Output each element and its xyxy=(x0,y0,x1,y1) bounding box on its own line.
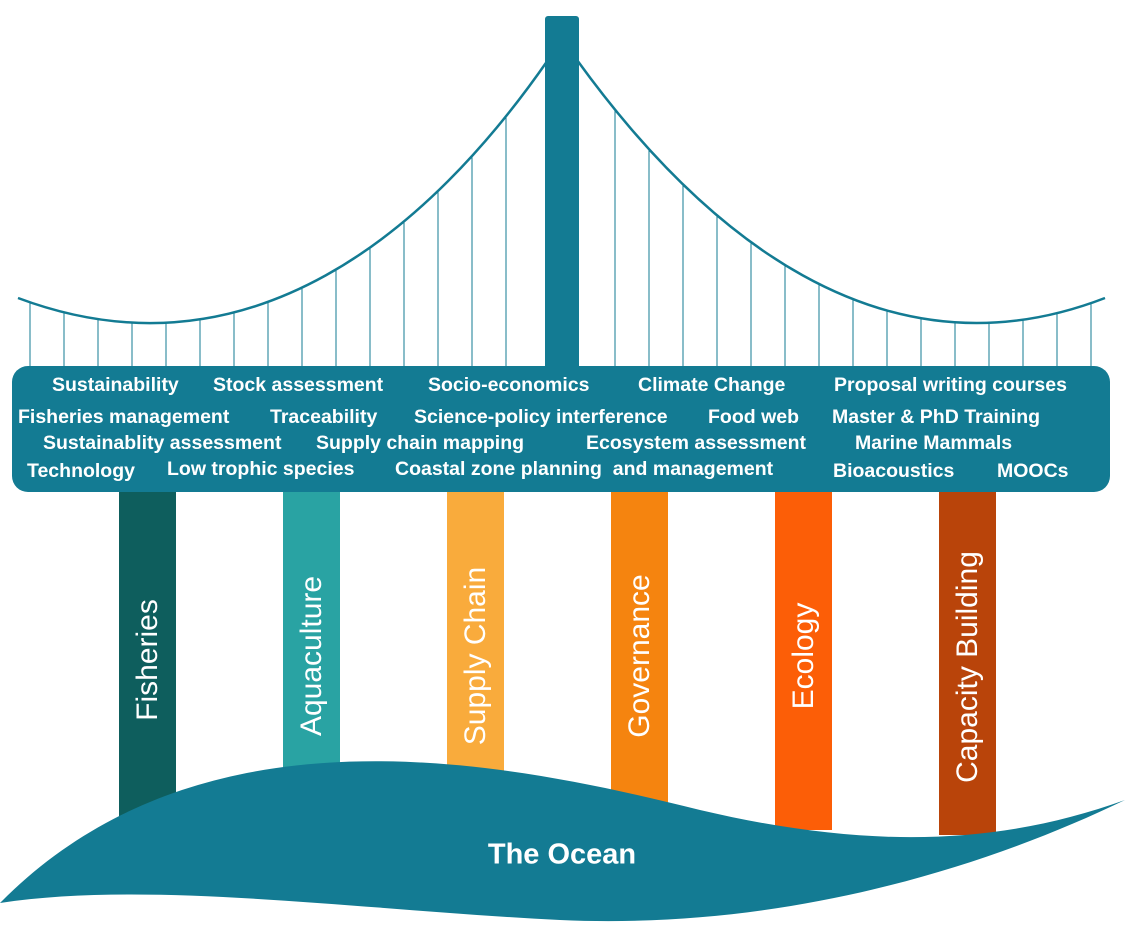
pillar-label-governance: Governance xyxy=(622,574,656,738)
bridge-tower xyxy=(545,16,579,376)
topic-food-web: Food web xyxy=(708,406,799,428)
ocean-label: The Ocean xyxy=(487,838,637,871)
topic-coastal-zone-planning: Coastal zone planning and management xyxy=(395,458,774,480)
topic-socio-economics: Socio-economics xyxy=(428,374,590,396)
topic-master-phd-training: Master & PhD Training xyxy=(832,406,1041,428)
pillar-capacity-building xyxy=(939,490,996,835)
pillar-label-capacity-building: Capacity Building xyxy=(950,551,984,783)
topic-fisheries-management: Fisheries management xyxy=(18,406,230,428)
suspension-hangers xyxy=(29,109,1092,368)
pillars xyxy=(119,490,996,855)
pillar-governance xyxy=(611,490,668,805)
topic-moocs: MOOCs xyxy=(997,460,1069,482)
topic-bioacoustics: Bioacoustics xyxy=(833,460,955,482)
topic-technology: Technology xyxy=(27,460,135,482)
pillar-label-fisheries: Fisheries xyxy=(130,599,164,721)
pillar-aquaculture xyxy=(283,490,340,785)
topic-sustainability: Sustainability xyxy=(52,374,179,396)
ocean-wave xyxy=(0,761,1125,922)
pillar-label-aquaculture: Aquaculture xyxy=(294,575,328,737)
topic-supply-chain-mapping: Supply chain mapping xyxy=(316,432,525,454)
pillar-supply-chain xyxy=(447,490,504,780)
bridge-deck-topics: Sustainability Stock assessment Socio-ec… xyxy=(12,366,1110,492)
suspension-cable-right xyxy=(575,59,1106,325)
topic-low-trophic-species: Low trophic species xyxy=(167,458,355,480)
topic-marine-mammals: Marine Mammals xyxy=(855,432,1013,454)
pillar-ecology xyxy=(775,490,832,830)
topic-ecosystem-assessment: Ecosystem assessment xyxy=(586,432,807,454)
pillar-fisheries xyxy=(119,490,176,855)
topic-climate-change: Climate Change xyxy=(638,374,786,396)
topic-stock-assessment: Stock assessment xyxy=(213,374,384,396)
topic-science-policy-interference: Science-policy interference xyxy=(414,406,668,428)
pillar-label-ecology: Ecology xyxy=(786,602,820,710)
topic-sustainablity-assessment: Sustainablity assessment xyxy=(43,432,282,454)
suspension-cable-left xyxy=(17,59,550,325)
pillar-label-supply-chain: Supply Chain xyxy=(458,566,492,746)
topic-proposal-writing-courses: Proposal writing courses xyxy=(834,374,1067,396)
bridge-deck xyxy=(12,366,1110,492)
topic-traceability: Traceability xyxy=(270,406,378,428)
